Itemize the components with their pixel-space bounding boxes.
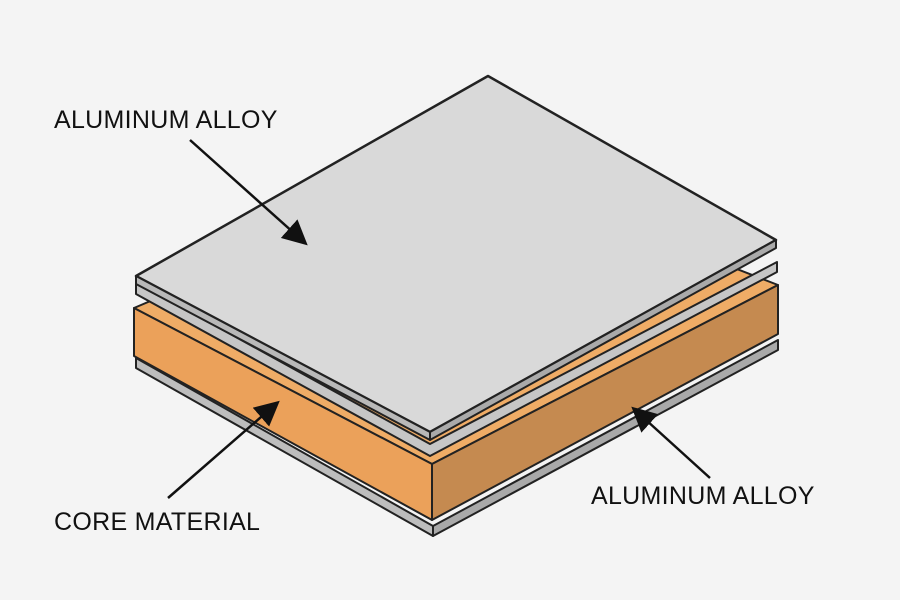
bottom-layer-arrow	[631, 406, 711, 479]
bottom-aluminum-sheet	[135, 339, 779, 537]
top-aluminum-sheet	[134, 74, 778, 457]
bottom-sheet-side	[432, 339, 779, 537]
core-layer-arrow	[167, 400, 280, 499]
bottom-aluminum-label: ALUMINUM ALLOY	[591, 482, 815, 510]
top-sheet-side-edge	[429, 239, 777, 441]
top-layer-arrow	[189, 139, 308, 246]
top-sheet-lower-edge	[135, 261, 778, 457]
core-side-face	[431, 284, 779, 521]
core-material-label: CORE MATERIAL	[54, 508, 261, 536]
top-aluminum-label: ALUMINUM ALLOY	[54, 106, 278, 134]
